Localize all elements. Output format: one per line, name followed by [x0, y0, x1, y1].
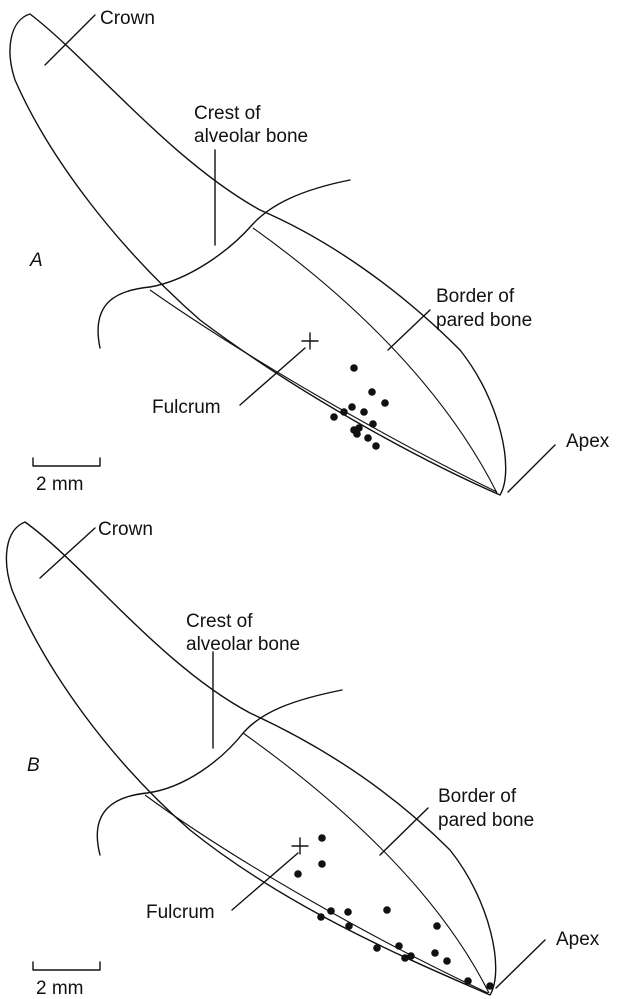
label-fulcrum: Fulcrum [152, 397, 221, 418]
root-border-line [253, 228, 497, 493]
label-apex: Apex [556, 929, 600, 950]
label-scale: 2 mm [36, 474, 84, 495]
fulcrum-marker [292, 838, 308, 854]
point [344, 908, 352, 916]
point [353, 430, 361, 438]
point [443, 957, 451, 965]
point [360, 408, 368, 416]
crown-leader [45, 15, 95, 65]
point [395, 942, 403, 950]
label-border-line2: pared bone [438, 810, 534, 831]
label-crest-line1: Crest of [186, 611, 253, 632]
apex-leader [496, 940, 545, 988]
fulcrum-leader [240, 348, 305, 405]
label-border-line1: Border of [436, 286, 515, 307]
label-border-line1: Border of [438, 786, 517, 807]
force-points [330, 364, 389, 450]
point [369, 420, 377, 428]
point [345, 922, 353, 930]
panel-label-a: A [29, 250, 43, 271]
border-leader [388, 310, 430, 350]
panel-a: Crown Crest of alveolar bone A Border of… [10, 8, 610, 495]
point [317, 913, 325, 921]
point [383, 906, 391, 914]
point [318, 834, 326, 842]
point [348, 403, 356, 411]
point [350, 364, 358, 372]
point [318, 860, 326, 868]
scale-bar [33, 458, 100, 466]
point [330, 413, 338, 421]
tooth-outline [10, 14, 506, 495]
label-border-line2: pared bone [436, 310, 532, 331]
point [364, 434, 372, 442]
point [372, 442, 380, 450]
label-crown: Crown [100, 8, 155, 29]
panel-label-b: B [27, 755, 40, 776]
label-scale: 2 mm [36, 978, 84, 999]
border-leader [380, 808, 428, 855]
alveolar-bone-crest [97, 690, 342, 855]
scale-bar [33, 962, 100, 970]
point [368, 388, 376, 396]
point [373, 944, 381, 952]
point [340, 408, 348, 416]
label-fulcrum: Fulcrum [146, 902, 215, 923]
panel-b: Crown Crest of alveolar bone B Border of… [6, 519, 599, 999]
label-crest-line1: Crest of [194, 103, 261, 124]
label-crest-line2: alveolar bone [194, 126, 308, 147]
label-crown: Crown [98, 519, 153, 540]
root-border-line [243, 733, 489, 993]
label-crest-line2: alveolar bone [186, 634, 300, 655]
point [327, 907, 335, 915]
point [407, 952, 415, 960]
tooth-outline [6, 522, 495, 995]
point [381, 399, 389, 407]
label-apex: Apex [566, 431, 610, 452]
crown-leader [40, 528, 95, 578]
fulcrum-marker [302, 333, 318, 349]
root-inner-line [145, 795, 488, 993]
point [294, 870, 302, 878]
point [486, 982, 494, 990]
fulcrum-leader [232, 853, 298, 910]
point [431, 949, 439, 957]
point [433, 922, 441, 930]
force-points [294, 834, 494, 990]
alveolar-bone-crest [98, 180, 350, 348]
point [464, 977, 472, 985]
apex-leader [508, 445, 555, 492]
